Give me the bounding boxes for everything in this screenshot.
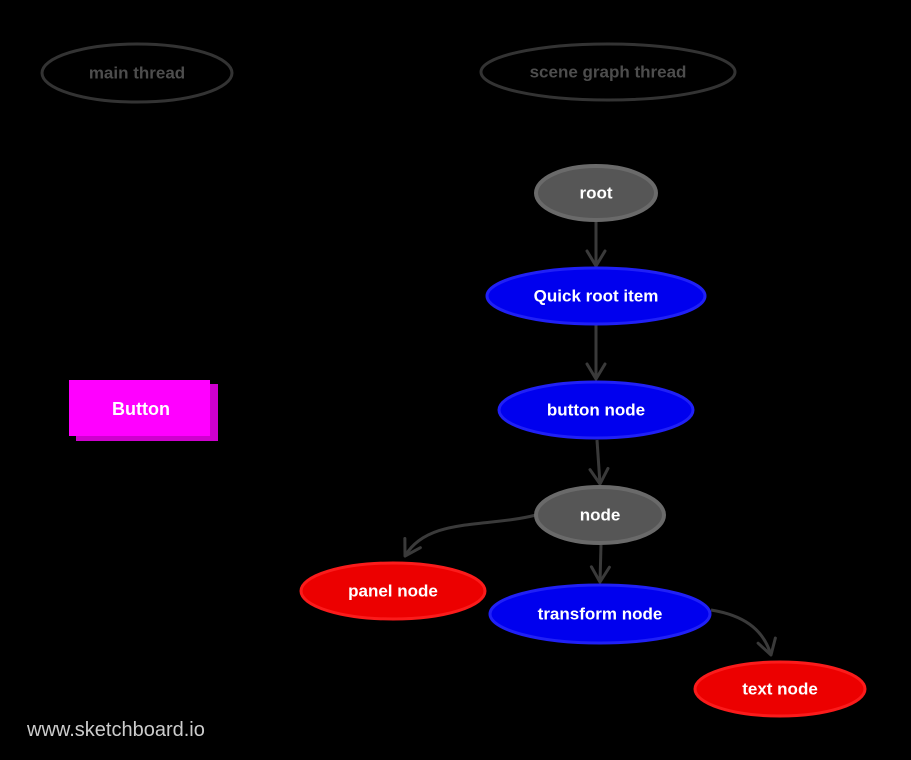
node-transform-node-label: transform node — [538, 605, 663, 624]
node-text-node-ellipse[interactable] — [693, 660, 867, 718]
lane-main-thread-ellipse[interactable] — [40, 42, 234, 104]
node-button-node[interactable]: button node — [497, 380, 695, 440]
node-button-node-label: button node — [547, 401, 645, 420]
node-node-label: node — [580, 506, 621, 525]
lane-main-thread[interactable]: main thread — [40, 42, 234, 104]
node-text-node-label: text node — [742, 680, 818, 699]
sketchboard-watermark: www.sketchboard.io — [26, 719, 205, 741]
node-quick-root-item-label: Quick root item — [534, 287, 659, 306]
node-button-node-ellipse[interactable] — [497, 380, 695, 440]
button-rect[interactable] — [69, 380, 210, 436]
node-quick-root-item[interactable]: Quick root item — [485, 266, 707, 326]
button-label: Button — [112, 399, 170, 419]
node-root-label: root — [579, 184, 612, 203]
node-root[interactable]: root — [534, 164, 658, 222]
edge-node-to-transform-node[interactable] — [589, 544, 611, 584]
node-panel-node-ellipse[interactable] — [299, 561, 487, 621]
node-transform-node-ellipse[interactable] — [488, 583, 712, 645]
node-panel-node[interactable]: panel node — [299, 561, 487, 621]
node-node-ellipse[interactable] — [534, 485, 666, 545]
node-text-node[interactable]: text node — [693, 660, 867, 718]
edge-button-node-to-node[interactable] — [588, 439, 610, 486]
node-transform-node[interactable]: transform node — [488, 583, 712, 645]
node-quick-root-item-ellipse[interactable] — [485, 266, 707, 326]
edge-transform-node-to-text-node[interactable] — [710, 608, 777, 657]
lane-main-thread-label: main thread — [89, 64, 185, 83]
lane-scene-graph-thread-ellipse[interactable] — [479, 42, 737, 102]
node-node[interactable]: node — [534, 485, 666, 545]
button-shape[interactable]: Button — [69, 380, 218, 441]
edge-node-to-panel-node[interactable] — [403, 513, 537, 558]
lane-scene-graph-thread-label: scene graph thread — [530, 63, 687, 82]
node-root-ellipse[interactable] — [534, 164, 658, 222]
node-panel-node-label: panel node — [348, 582, 438, 601]
lane-scene-graph-thread[interactable]: scene graph thread — [479, 42, 737, 102]
